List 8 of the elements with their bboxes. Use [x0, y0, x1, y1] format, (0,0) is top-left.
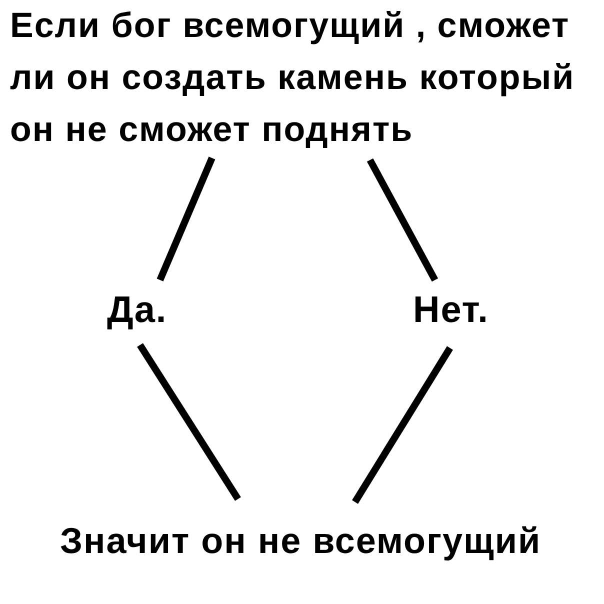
answer-text: Да. — [107, 289, 168, 331]
connector-line — [156, 156, 216, 282]
question-text: Если бог всемогущий , сможет ли он создать камень который он не сможет поднять — [10, 0, 600, 156]
connector-line — [352, 346, 453, 504]
connector-line — [137, 343, 241, 501]
connector-line — [366, 158, 438, 282]
conclusion-text: Значит он не всемогущий — [60, 521, 542, 561]
answer-text: Нет. — [413, 289, 489, 331]
